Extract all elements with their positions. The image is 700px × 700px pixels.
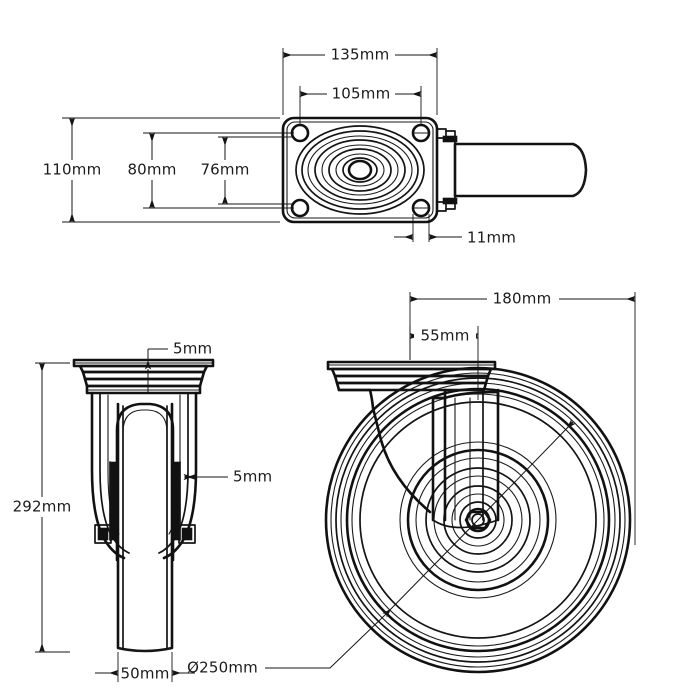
dim-bolt-spacing-width-inner: 76mm — [196, 136, 294, 205]
dim-label-fork-thickness: 5mm — [233, 468, 272, 486]
dim-label-plate-width: 110mm — [43, 161, 102, 179]
dim-label-swivel-offset: 55mm — [420, 327, 469, 345]
dim-label-bolt-spacing-width-outer: 80mm — [127, 161, 176, 179]
dim-plate-length: 135mm — [282, 45, 438, 115]
front-view-plate — [72, 358, 215, 395]
dim-bolt-hole-diameter: 11mm — [394, 214, 516, 247]
dim-label-plate-thickness: 5mm — [173, 340, 212, 358]
dim-tread-width: 50mm — [95, 652, 195, 683]
dim-label-wheel-diameter: Ø250mm — [187, 659, 258, 677]
side-wheel-view: 180mm 55mm Ø250mm — [187, 289, 636, 677]
dim-label-overall-height: 292mm — [13, 498, 72, 516]
dim-label-plate-length: 135mm — [331, 46, 390, 64]
top-view-swivel-raceway — [295, 125, 425, 215]
top-plate-view: 135mm 105mm 110mm 80mm — [38, 45, 588, 247]
front-wheel-view: 5mm 5mm 292mm 50mm — [8, 340, 272, 683]
dim-plate-width: 110mm — [38, 117, 280, 223]
dim-overall-height: 292mm — [8, 362, 76, 653]
top-view-mounting-plate — [281, 116, 439, 224]
dim-bolt-spacing-length: 105mm — [299, 84, 422, 124]
dim-fork-thickness: 5mm — [183, 468, 272, 486]
dim-label-tread-width: 50mm — [120, 665, 169, 683]
dim-label-overall-length: 180mm — [493, 290, 552, 308]
dim-label-bolt-spacing-width-inner: 76mm — [200, 161, 249, 179]
dim-swivel-offset: 55mm — [409, 326, 479, 400]
dim-wheel-diameter: Ø250mm — [187, 419, 576, 677]
dim-label-bolt-hole-diameter: 11mm — [467, 229, 516, 247]
dim-plate-thickness: 5mm — [144, 340, 212, 393]
dim-overall-length: 180mm — [409, 289, 636, 545]
top-view-tire — [453, 142, 588, 198]
front-view-wheel-tread — [116, 402, 174, 653]
dim-label-bolt-spacing-length: 105mm — [332, 85, 391, 103]
dim-bolt-spacing-width-outer: 80mm — [122, 132, 294, 209]
side-view-plate — [326, 360, 497, 392]
front-view-hub-shoulders — [109, 461, 181, 541]
